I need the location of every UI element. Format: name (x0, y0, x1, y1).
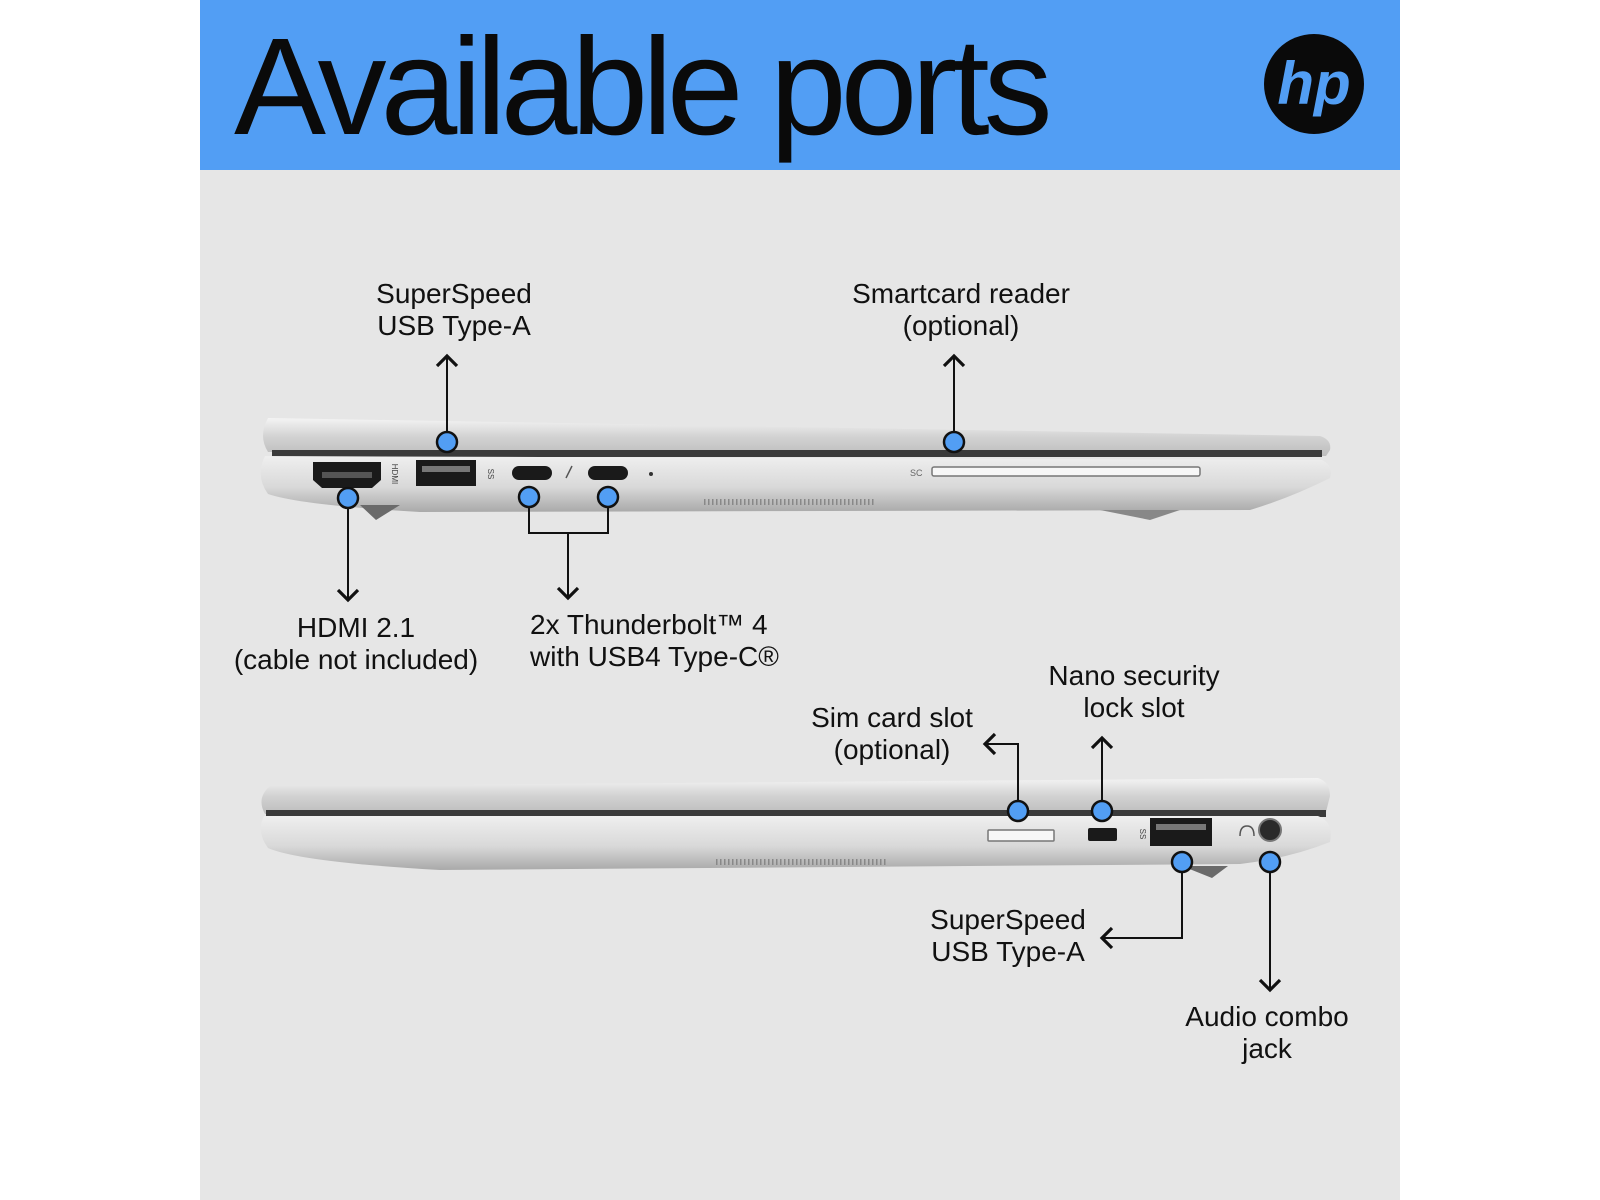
label-line: 2x Thunderbolt™ 4 (530, 609, 768, 640)
label-line: Sim card slot (811, 702, 973, 733)
usb-a-marker (1170, 850, 1194, 874)
svg-text:HDMI: HDMI (390, 464, 399, 484)
label-line: Nano security (1048, 660, 1220, 691)
smartcard-slot (931, 466, 1201, 477)
label-usb-a-bottom: SuperSpeed USB Type-A (930, 904, 1086, 968)
usb-a-port (1150, 818, 1212, 846)
hdmi-marker (336, 486, 360, 510)
label-hdmi: HDMI 2.1 (cable not included) (234, 612, 478, 676)
label-line: lock slot (1083, 692, 1185, 723)
hp-logo: hp (1264, 34, 1364, 134)
smartcard-marker (942, 430, 966, 454)
label-line: SuperSpeed (930, 904, 1086, 935)
audio-marker (1258, 850, 1282, 874)
thunderbolt-marker (517, 485, 541, 509)
usb-a-port (416, 460, 476, 486)
page-title: Available ports (234, 10, 1053, 164)
label-line: SuperSpeed (376, 278, 532, 309)
nano-lock-marker (1090, 799, 1114, 823)
label-line: jack (1242, 1033, 1292, 1064)
sim-marker (1006, 799, 1030, 823)
callout-lines (336, 353, 1282, 993)
label-line: Audio combo (1185, 1001, 1349, 1032)
nano-lock-slot (1088, 828, 1117, 841)
svg-text:SS: SS (486, 469, 495, 480)
label-line: HDMI 2.1 (296, 612, 416, 643)
laptop-right-side: SS (260, 778, 1331, 878)
label-line: (optional) (833, 734, 951, 765)
label-line: USB Type-A (931, 936, 1085, 967)
label-smartcard: Smartcard reader (optional) (852, 278, 1070, 342)
thunderbolt-port (588, 466, 628, 480)
diagram-area (200, 170, 1400, 1200)
sim-slot (987, 829, 1055, 842)
svg-text:hp: hp (1277, 50, 1350, 117)
laptop-left-side: HDMI SS SC (260, 418, 1332, 520)
label-line: with USB4 Type-C® (530, 641, 779, 672)
audio-jack (1258, 818, 1282, 842)
label-line: (optional) (902, 310, 1020, 341)
label-thunderbolt: 2x Thunderbolt™ 4 with USB4 Type-C® (530, 609, 779, 673)
usb-a-marker (435, 430, 459, 454)
thunderbolt-port (512, 466, 552, 480)
label-line: (cable not included) (233, 644, 479, 675)
label-sim: Sim card slot (optional) (811, 702, 973, 766)
label-usb-a-top: SuperSpeed USB Type-A (376, 278, 532, 342)
label-nano-lock: Nano security lock slot (1048, 660, 1219, 724)
label-audio: Audio combo jack (1185, 1001, 1348, 1065)
header-banner (200, 0, 1400, 170)
headphone-icon (1239, 825, 1255, 837)
svg-text:SC: SC (910, 468, 923, 478)
svg-text:SS: SS (1138, 829, 1147, 840)
label-line: Smartcard reader (852, 278, 1070, 309)
label-line: USB Type-A (377, 310, 531, 341)
thunderbolt-marker (596, 485, 620, 509)
